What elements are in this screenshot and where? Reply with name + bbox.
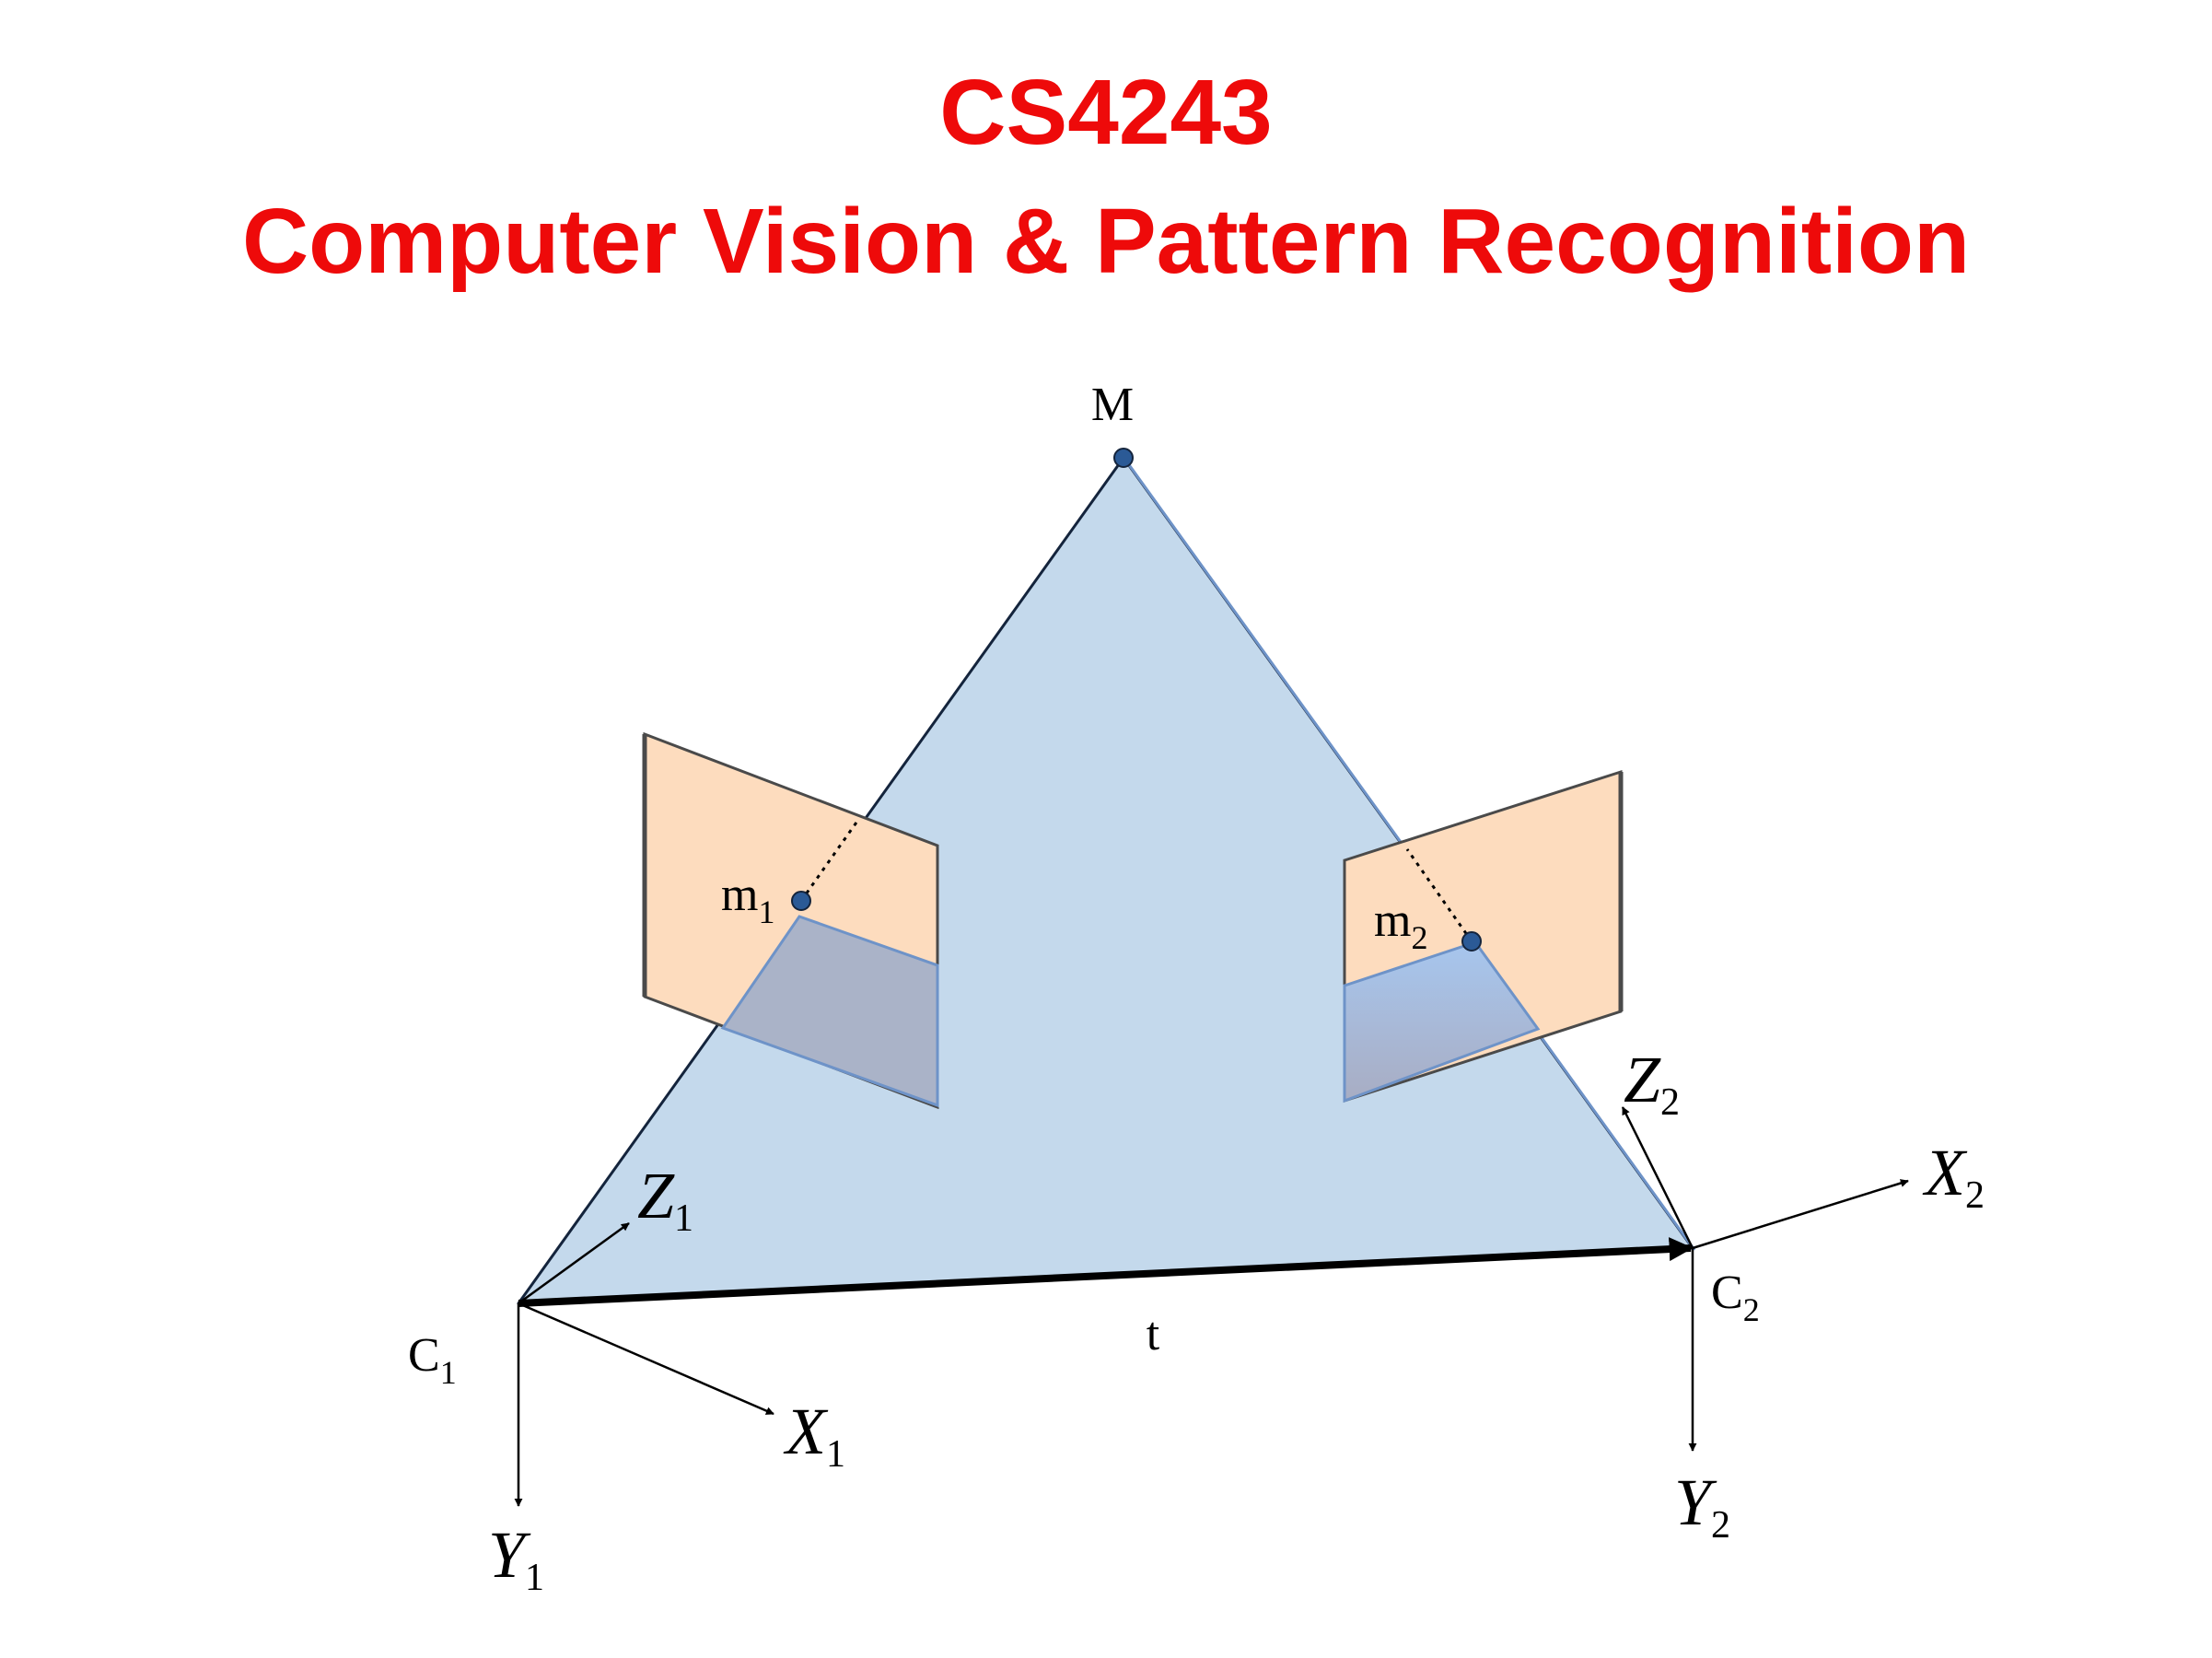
label-baseline-t: t xyxy=(1147,1308,1160,1360)
course-code: CS4243 xyxy=(939,61,1273,164)
ray-m-m2-dotted xyxy=(1405,848,1473,942)
label-x1: X1 xyxy=(783,1395,845,1476)
label-z1: Z1 xyxy=(637,1159,693,1240)
label-c1: C1 xyxy=(408,1329,457,1391)
label-m1: m1 xyxy=(721,869,774,930)
point-m2 xyxy=(1461,931,1482,952)
left-camera-axes xyxy=(514,1221,774,1507)
left-image-plane xyxy=(642,731,939,1110)
label-m2: m2 xyxy=(1374,894,1427,956)
right-camera-axes xyxy=(1621,1106,1909,1452)
baseline-t xyxy=(518,1237,1694,1307)
label-y2: Y2 xyxy=(1674,1465,1730,1547)
point-m xyxy=(1113,448,1134,468)
point-m1 xyxy=(791,891,811,911)
right-image-plane xyxy=(1343,769,1624,1103)
course-title: Computer Vision & Pattern Recognition xyxy=(241,190,1971,293)
label-m: M xyxy=(1091,379,1134,431)
label-x2: X2 xyxy=(1922,1136,1985,1217)
ray-m-m1-dotted xyxy=(799,819,860,902)
label-c2: C2 xyxy=(1711,1267,1760,1328)
label-y1: Y1 xyxy=(488,1518,544,1599)
label-z2: Z2 xyxy=(1624,1043,1680,1124)
